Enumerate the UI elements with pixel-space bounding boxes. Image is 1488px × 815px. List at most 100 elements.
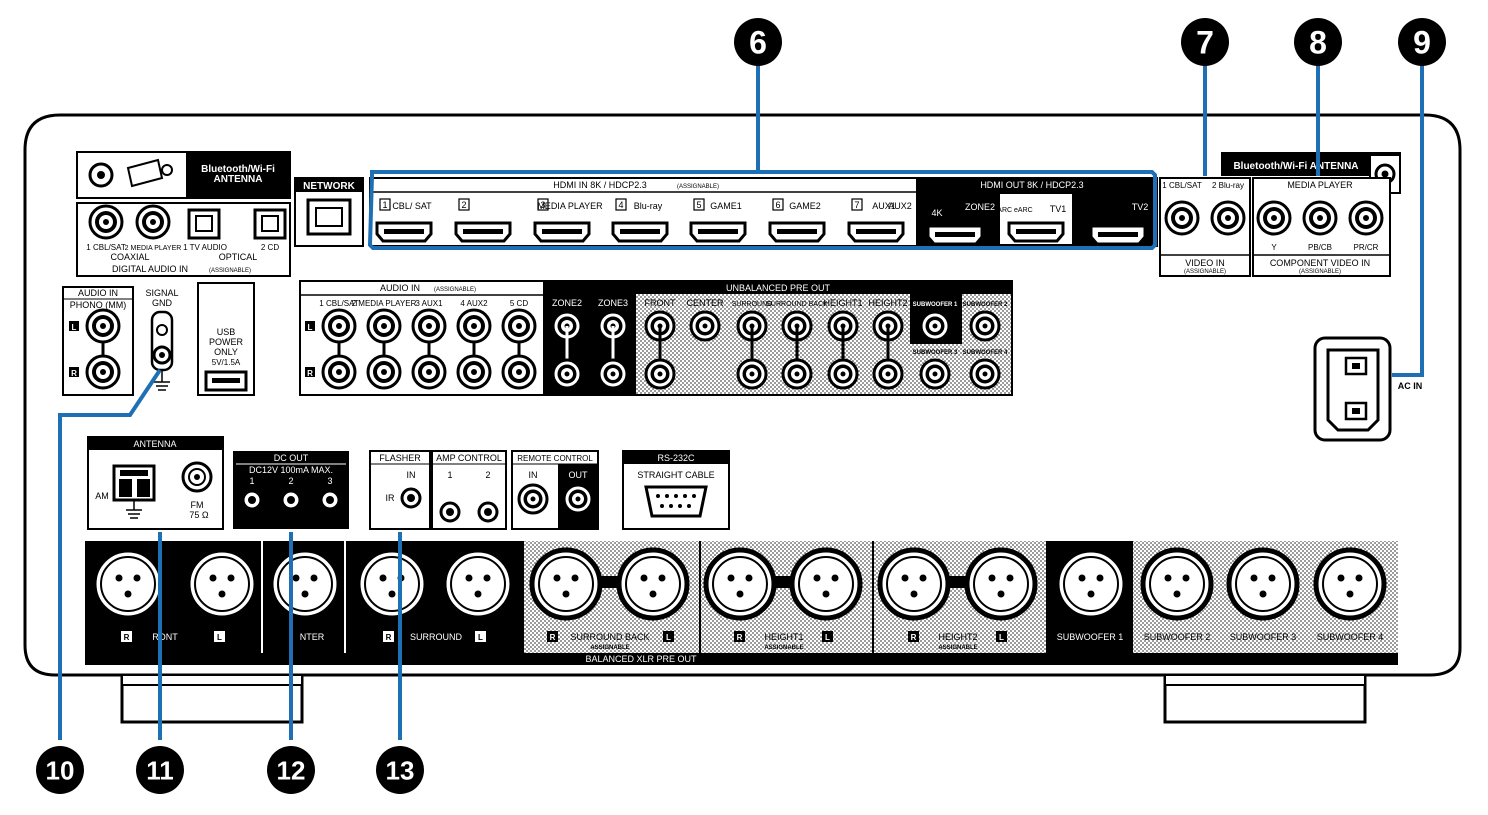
unbal-jack-1-bottom[interactable]: [551, 358, 583, 390]
audio-in-jack-4-r[interactable]: [456, 354, 492, 390]
dc-out-jack-1[interactable]: [241, 489, 263, 511]
xlr-jack-14[interactable]: [1229, 550, 1297, 618]
audio-in-jack-2-r[interactable]: [366, 354, 402, 390]
usb-port[interactable]: USB POWER ONLY 5V/1.5A: [197, 282, 255, 396]
phono-l-jack[interactable]: [85, 308, 121, 344]
xlr-jack-5[interactable]: [444, 550, 512, 618]
hdmi-in-num-5: 5: [696, 200, 701, 210]
audio-in-jack-3-r[interactable]: [411, 354, 447, 390]
hdmi-in-port-2[interactable]: [454, 221, 512, 243]
hdmi-in-port-5[interactable]: [689, 221, 747, 243]
hdmi-out-zone2-port[interactable]: [926, 224, 984, 246]
unbal-jack-3-bottom[interactable]: [644, 358, 676, 390]
coaxial-jack-2[interactable]: [135, 204, 171, 240]
optical-jack-2[interactable]: [253, 208, 287, 240]
unbal-label-3: FRONT: [645, 298, 676, 308]
sub4-label: SUBWOOFER 4: [963, 350, 1008, 356]
bt-antenna-left[interactable]: Bluetooth/Wi-Fi ANTENNA: [76, 151, 291, 199]
unbal-jack-10-top[interactable]: [969, 310, 1001, 342]
audio-in-jack-1-r[interactable]: [321, 354, 357, 390]
hdmi-out-tv1-port[interactable]: [1007, 221, 1065, 243]
dc-out-jack-3[interactable]: [319, 489, 341, 511]
xlr-jack-11[interactable]: [967, 550, 1035, 618]
sub4-jack[interactable]: [969, 358, 1001, 390]
xlr-jack-8[interactable]: [706, 550, 774, 618]
optical-jack-1[interactable]: [187, 208, 221, 240]
unbal-jack-8-bottom[interactable]: [872, 358, 904, 390]
callout-number-11: 11: [146, 755, 174, 785]
callout-7: 7: [1181, 18, 1229, 66]
digital-label-2: 2 MEDIA PLAYER: [125, 245, 182, 252]
audio-in-jack-3-l[interactable]: [411, 308, 447, 344]
remote-control-panel: REMOTE CONTROL IN OUT: [511, 450, 599, 530]
ac-inlet[interactable]: AC IN: [1313, 336, 1422, 442]
amp-control-jack-1[interactable]: [439, 501, 461, 523]
hdmi-out-tv2-port[interactable]: [1089, 224, 1147, 246]
xlr-jack-15[interactable]: [1316, 550, 1384, 618]
audio-in-jack-5-l[interactable]: [501, 308, 537, 344]
unbal-label-5: SURROUND: [732, 301, 772, 308]
component-pr-jack[interactable]: [1348, 200, 1384, 236]
rs232c-port[interactable]: RS-232C STRAIGHT CABLE: [622, 450, 730, 530]
component-pb-jack[interactable]: [1302, 200, 1338, 236]
xlr-jack-13[interactable]: [1143, 550, 1211, 618]
amp-control-jack-2[interactable]: [477, 501, 499, 523]
audio-in-l-badge: L: [308, 323, 313, 332]
callout-9: 9: [1398, 18, 1446, 66]
xlr-jack-4[interactable]: [358, 550, 426, 618]
hdmi-out-arc: ARC eARC: [997, 207, 1032, 214]
component-y-jack[interactable]: [1256, 200, 1292, 236]
signal-gnd[interactable]: SIGNAL GND: [145, 288, 179, 391]
unbal-jack-5-bottom[interactable]: [736, 358, 768, 390]
dc-out-jack-2[interactable]: [280, 489, 302, 511]
flasher-in-label: IN: [407, 470, 416, 480]
audio-in-jack-1-l[interactable]: [321, 308, 357, 344]
remote-in-jack[interactable]: [517, 483, 549, 515]
gnd-label: GND: [152, 298, 173, 308]
phono-audio-in-label: AUDIO IN: [78, 288, 118, 298]
xlr-jack-10[interactable]: [880, 550, 948, 618]
xlr-jack-7[interactable]: [619, 550, 687, 618]
hdmi-in-port-7[interactable]: [847, 221, 905, 243]
unbal-jack-4-top[interactable]: [689, 310, 721, 342]
flasher-jack[interactable]: [400, 487, 422, 509]
hdmi-in-port-4[interactable]: [611, 221, 669, 243]
hdmi-in-label-6: GAME2: [789, 201, 821, 211]
xlr-label-6: HEIGHT2: [938, 632, 977, 642]
sub3-jack[interactable]: [919, 358, 951, 390]
callout-6: 6: [734, 18, 782, 66]
audio-in-jack-4-l[interactable]: [456, 308, 492, 344]
digital-label-4: 2 CD: [261, 243, 279, 252]
usb-label-1: USB: [217, 327, 236, 337]
video-in-jack-1[interactable]: [1164, 200, 1200, 236]
callout-10: 10: [36, 746, 84, 794]
remote-out-jack[interactable]: [562, 483, 594, 515]
xlr-jack-6[interactable]: [532, 550, 600, 618]
audio-in-jack-2-l[interactable]: [366, 308, 402, 344]
network-label: NETWORK: [303, 181, 355, 192]
video-in-jack-2[interactable]: [1210, 200, 1246, 236]
xlr-jack-1[interactable]: [94, 550, 162, 618]
xlr-jack-2[interactable]: [188, 550, 256, 618]
network-port[interactable]: NETWORK: [294, 177, 364, 247]
unbal-jack-9-top[interactable]: [919, 310, 951, 342]
dc-out-panel: DC OUT DC12V 100mA MAX. 1 2 3: [233, 451, 349, 529]
xlr-jack-9[interactable]: [792, 550, 860, 618]
unbal-jack-6-bottom[interactable]: [781, 358, 813, 390]
usb-label-4: 5V/1.5A: [212, 358, 241, 367]
phono-r-jack[interactable]: [85, 354, 121, 390]
hdmi-in-port-1[interactable]: [375, 221, 433, 243]
hdmi-in-port-3[interactable]: [533, 221, 591, 243]
video-in-label-2: 2 Blu-ray: [1212, 181, 1244, 190]
xlr-jack-3[interactable]: [271, 550, 339, 618]
xlr-jack-12[interactable]: [1057, 550, 1125, 618]
coaxial-jack-1[interactable]: [88, 204, 124, 240]
component-assign: (ASSIGNABLE): [1299, 269, 1341, 275]
unbal-jack-7-bottom[interactable]: [827, 358, 859, 390]
audio-in-jack-5-r[interactable]: [501, 354, 537, 390]
hdmi-in-port-6[interactable]: [768, 221, 826, 243]
unbal-jack-2-bottom[interactable]: [597, 358, 629, 390]
